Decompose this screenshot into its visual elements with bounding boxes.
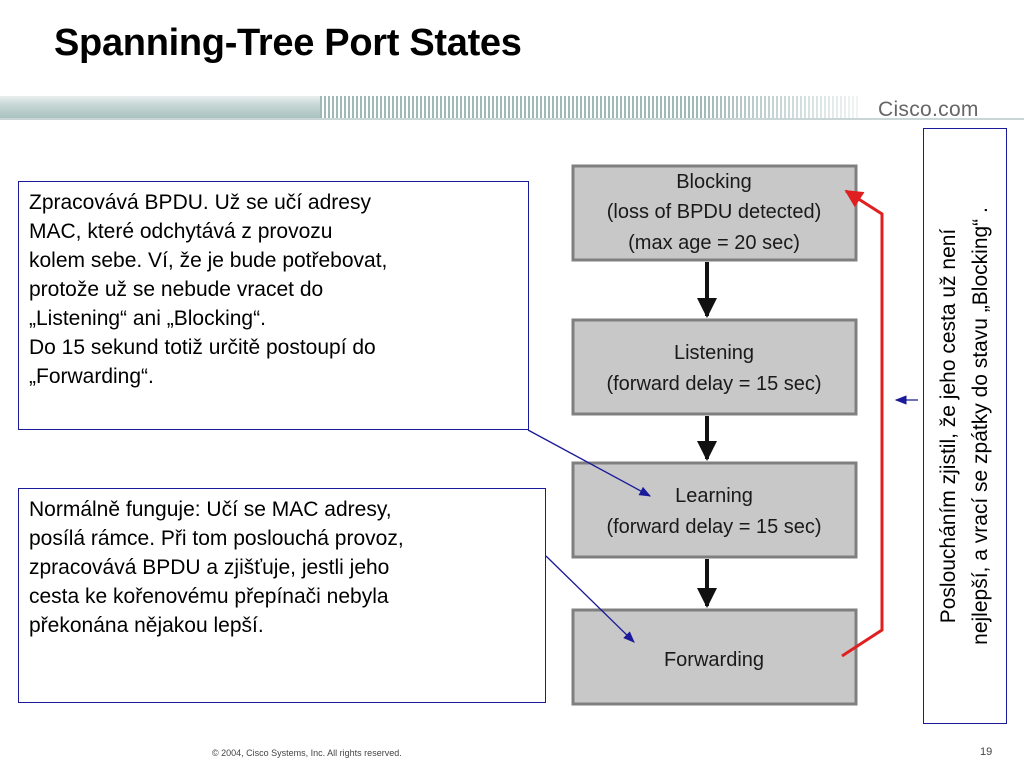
note-line: kolem sebe. Ví, že je bude potřebovat, [29, 249, 388, 272]
note-line: MAC, které odchytává z provozu [29, 220, 333, 243]
state-box [571, 461, 858, 559]
state-label: Learning [675, 485, 753, 507]
state-label: (forward delay = 15 sec) [606, 516, 821, 538]
note-line: protože už se nebude vracet do [29, 278, 324, 301]
vertical-note-line: Posloucháním zjistil, že jeho cesta už n… [937, 228, 960, 624]
brand-logo: Cisco.com [878, 98, 979, 121]
note-line: překonána nějakou lepší. [29, 614, 264, 637]
state-blocking: Blocking (loss of BPDU detected) (max ag… [571, 164, 858, 262]
return-arrow-to-blocking [841, 189, 884, 658]
header-rule [0, 118, 1024, 120]
header-bar [0, 92, 1024, 122]
state-forwarding: Forwarding [571, 608, 858, 706]
note-line: Do 15 sekund totiž určitě postoupí do [29, 336, 376, 359]
note-forwarding: Normálně funguje: Učí se MAC adresy, pos… [18, 488, 546, 703]
note-line: Zpracovává BPDU. Už se učí adresy [29, 191, 371, 214]
state-listening: Listening (forward delay = 15 sec) [571, 318, 858, 416]
callout-line-forwarding [545, 555, 635, 643]
note-line: Normálně funguje: Učí se MAC adresy, [29, 498, 392, 521]
header-gradient [0, 96, 320, 118]
state-label: Forwarding [664, 649, 764, 671]
note-line: „Listening“ ani „Blocking“. [29, 307, 266, 330]
state-label: (loss of BPDU detected) [607, 201, 822, 223]
state-box [571, 608, 858, 706]
slide-title: Spanning-Tree Port States [54, 22, 522, 64]
note-learning: Zpracovává BPDU. Už se učí adresy MAC, k… [18, 181, 529, 430]
footer-copyright: © 2004, Cisco Systems, Inc. All rights r… [212, 748, 402, 758]
state-box [571, 164, 858, 262]
note-line: „Forwarding“. [29, 365, 154, 388]
note-line: zpracovává BPDU a zjišťuje, jestli jeho [29, 556, 390, 579]
state-label: Blocking [676, 171, 752, 193]
note-line: posílá rámce. Při tom poslouchá provoz, [29, 527, 404, 550]
state-learning: Learning (forward delay = 15 sec) [571, 461, 858, 559]
header-stripes-fade [700, 96, 860, 118]
callout-line-learning [527, 429, 652, 497]
note-line: cesta ke kořenovému přepínači nebyla [29, 585, 389, 608]
vertical-note-text: Posloucháním zjistil, že jeho cesta už n… [933, 136, 997, 716]
state-label: (forward delay = 15 sec) [606, 373, 821, 395]
note-return-blocking: Posloucháním zjistil, že jeho cesta už n… [923, 128, 1007, 724]
vertical-note-line: nejlepší, a vrací se zpátky do stavu „Bl… [969, 207, 992, 645]
state-box [571, 318, 858, 416]
state-label: (max age = 20 sec) [628, 232, 800, 254]
page-number: 19 [980, 746, 993, 758]
state-label: Listening [674, 342, 754, 364]
